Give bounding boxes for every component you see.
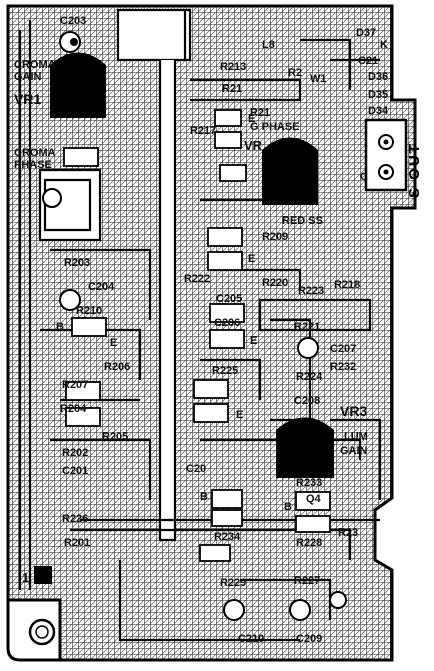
label-r228: R228 bbox=[296, 537, 322, 549]
label-vr1: VR1 bbox=[14, 91, 41, 107]
label-c205: C205 bbox=[216, 293, 242, 305]
label-vr3: VR3 bbox=[340, 403, 367, 419]
label-e2: E bbox=[248, 253, 255, 265]
label-r232: R232 bbox=[330, 361, 356, 373]
label-l8: L8 bbox=[262, 39, 275, 51]
pin1-pad bbox=[34, 566, 52, 584]
label-c208: C208 bbox=[294, 395, 320, 407]
label-r233: R233 bbox=[296, 477, 322, 489]
label-c: C bbox=[360, 171, 368, 183]
label-c21: C21 bbox=[358, 55, 378, 67]
label-d35: D35 bbox=[368, 89, 388, 101]
label-r204: R204 bbox=[60, 403, 87, 415]
label-r207: R207 bbox=[62, 379, 88, 391]
label-pin1: 1 bbox=[22, 570, 29, 585]
label-gain-2: GAIN bbox=[340, 445, 368, 457]
label-vr2: VR bbox=[244, 138, 263, 153]
label-r217: R217 bbox=[190, 125, 216, 137]
label-r221: R221 bbox=[294, 321, 320, 333]
label-lum: LUM bbox=[344, 431, 368, 443]
label-b3: B bbox=[284, 501, 292, 513]
label-c203: C203 bbox=[60, 15, 86, 27]
label-r234: R234 bbox=[214, 531, 241, 543]
label-r225: R225 bbox=[212, 365, 238, 377]
label-d36: D36 bbox=[368, 71, 388, 83]
label-e5: E bbox=[236, 409, 243, 421]
label-q4: Q4 bbox=[306, 493, 322, 505]
label-b2: B bbox=[56, 321, 64, 333]
label-b1: B bbox=[200, 491, 208, 503]
label-r21: R21 bbox=[222, 83, 242, 95]
vr2-potentiometer bbox=[262, 137, 318, 205]
label-e3: E bbox=[250, 335, 257, 347]
label-r226: R226 bbox=[62, 513, 88, 525]
label-gain-1: GAIN bbox=[14, 71, 42, 83]
label-r2a: R2 bbox=[288, 67, 302, 79]
label-r213: R213 bbox=[220, 61, 246, 73]
label-c206: C206 bbox=[214, 317, 240, 329]
label-e1: E bbox=[248, 113, 255, 125]
label-r201: R201 bbox=[64, 537, 90, 549]
label-r227: R227 bbox=[294, 575, 320, 587]
components bbox=[63, 109, 331, 562]
s-out-text: S OUT bbox=[406, 142, 423, 198]
label-r206: R206 bbox=[104, 361, 130, 373]
traces bbox=[18, 8, 382, 642]
label-r223: R223 bbox=[298, 285, 324, 297]
label-w1: W1 bbox=[310, 73, 327, 85]
mounting-hole bbox=[28, 618, 56, 646]
transistors bbox=[42, 31, 347, 621]
label-r210: R210 bbox=[76, 305, 102, 317]
label-c204: C204 bbox=[88, 281, 115, 293]
vr1-potentiometer bbox=[50, 52, 106, 118]
s-out-label: S OUT bbox=[406, 142, 423, 198]
label-red-ss: RED SS bbox=[282, 215, 323, 227]
label-chroma-2: CROMA bbox=[14, 147, 56, 159]
label-r21x: R21 bbox=[250, 107, 270, 119]
label-d34: D34 bbox=[368, 105, 389, 117]
label-g-phase: G PHASE bbox=[250, 121, 300, 133]
label-r218: R218 bbox=[334, 279, 360, 291]
label-d37: D37 bbox=[356, 27, 376, 39]
label-c207: C207 bbox=[330, 343, 356, 355]
label-r203: R203 bbox=[64, 257, 90, 269]
label-r220: R220 bbox=[262, 277, 288, 289]
label-k: K bbox=[380, 39, 388, 51]
label-c20x: C20 bbox=[186, 463, 206, 475]
label-r202: R202 bbox=[62, 447, 88, 459]
label-chroma-gain-1: CROMA bbox=[14, 59, 56, 71]
label-phase: PHASE bbox=[14, 159, 52, 171]
label-r23: R23 bbox=[338, 527, 358, 539]
label-r209: R209 bbox=[262, 231, 288, 243]
label-c210: C210 bbox=[238, 633, 264, 645]
label-r229: R229 bbox=[220, 577, 246, 589]
label-c201: C201 bbox=[62, 465, 88, 477]
label-r224: R224 bbox=[296, 371, 323, 383]
vr3-potentiometer bbox=[276, 417, 334, 478]
label-c209: C209 bbox=[296, 633, 322, 645]
label-r222: R222 bbox=[184, 273, 210, 285]
label-e4: E bbox=[110, 337, 117, 349]
label-r205: R205 bbox=[102, 431, 128, 443]
